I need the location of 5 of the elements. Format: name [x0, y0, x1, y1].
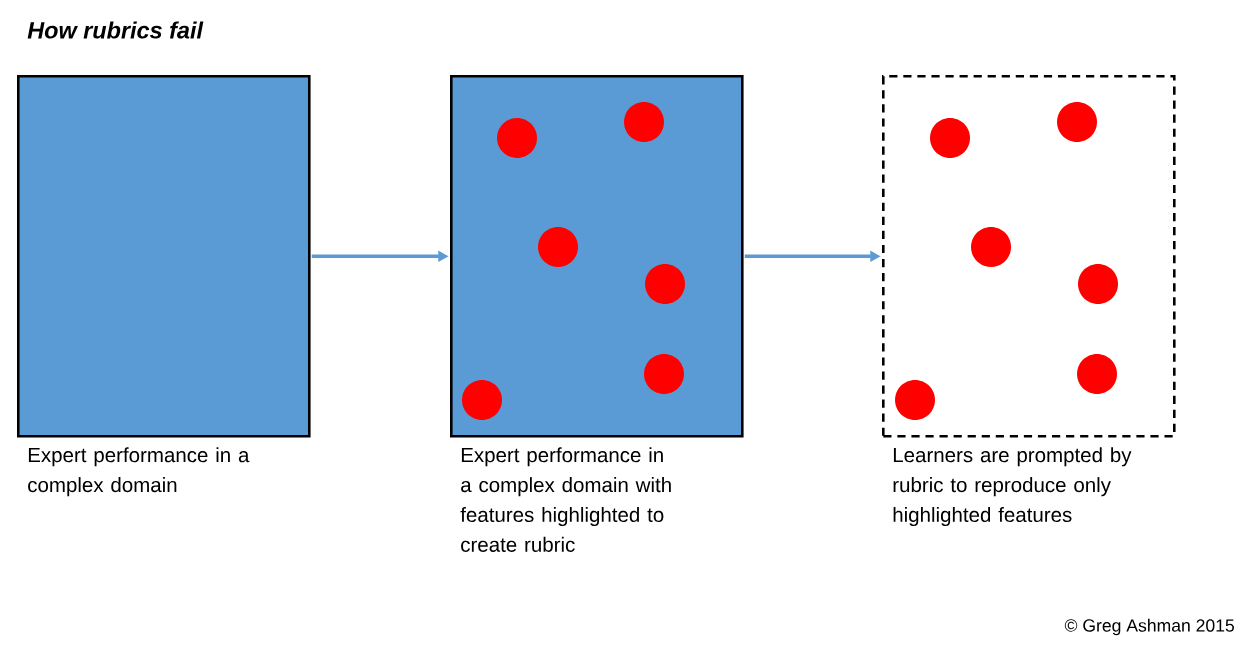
copyright-note: © Greg Ashman 2015 — [1064, 618, 1234, 636]
node-label: Learners are prompted by rubric to reproduce only highlighted features — [893, 447, 1132, 527]
node-label: Expert performance in a complex domain with features highlighted to create rubric — [460, 447, 671, 552]
title: How rubrics fail — [27, 21, 204, 39]
node-label: Expert performance in a complex domain — [28, 447, 250, 497]
